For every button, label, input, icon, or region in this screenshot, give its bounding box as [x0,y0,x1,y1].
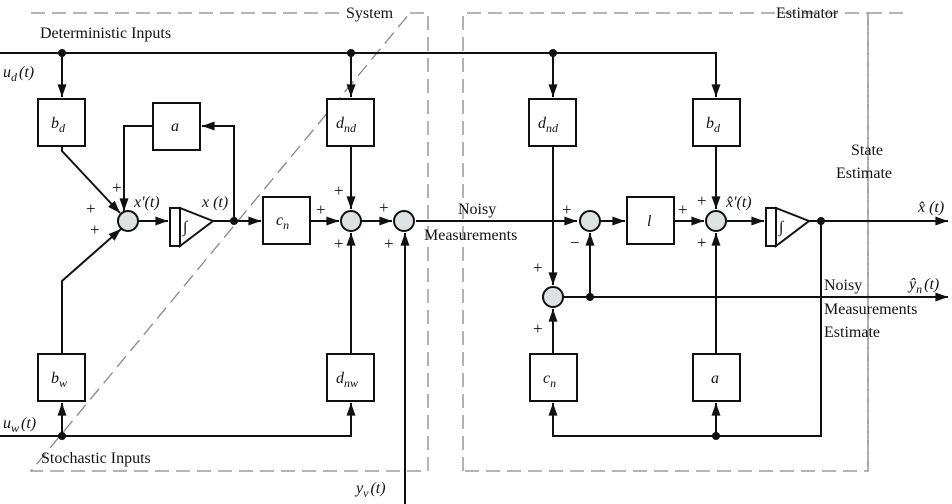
block-d-nw [326,353,375,402]
block-b-w [37,353,86,402]
svg-text:+: + [384,234,394,253]
state-estimate-label-1: State [851,142,883,159]
xhat-dot-label: x̂'(t) [725,194,752,211]
estimator-group: Estimator [462,5,903,472]
svg-text:+: + [678,200,688,219]
svg-text:+: + [562,200,572,219]
block-a [152,102,201,151]
u-d-label: ud(t) [3,64,34,84]
svg-text:a: a [711,370,719,387]
estimator-group-label: Estimator [776,5,839,22]
noisy-measurements-label-1: Noisy [458,201,496,218]
deterministic-input-bus: Deterministic Inputs ud(t) [0,25,721,97]
y-v-label: yv(t) [354,480,386,500]
svg-text:+: + [112,178,122,197]
svg-text:+: + [334,181,344,200]
noisy-measurements-label-2: Measurements [424,227,517,244]
svg-text:dnw: dnw [336,370,358,390]
summing-junction [705,210,727,232]
svg-text:cn: cn [543,370,556,390]
block-a-est [692,353,741,402]
svg-text:−: − [570,233,580,252]
block-d-nd [326,98,375,147]
state-estimate-label-2: Estimate [836,165,892,182]
estimator-blocks: dnd bd l cn a ∫ [528,98,949,440]
summing-junction [340,210,362,232]
noisy-measurements-estimate-label-2: Measurements [824,301,917,318]
summing-junction [117,210,139,232]
block-d-nd-est [528,98,577,147]
svg-text:∫: ∫ [182,219,189,237]
svg-text:+: + [379,198,389,217]
svg-text:cn: cn [276,212,289,232]
yhat-n-label: ŷn(t) [907,276,939,296]
x-dot-label: x'(t) [133,194,160,211]
svg-text:+: + [533,319,543,338]
svg-text:+: + [533,258,543,277]
svg-text:bd: bd [51,115,66,135]
system-group: System [29,5,429,472]
svg-text:dnd: dnd [538,115,559,135]
block-c-n [262,196,311,245]
svg-text:+: + [334,234,344,253]
svg-text:a: a [171,118,179,135]
noisy-measurements-estimate-label-3: Estimate [824,324,880,341]
svg-text:bw: bw [51,370,67,390]
svg-text:dnd: dnd [336,115,357,135]
xhat-label: x̂ (t) [917,199,944,216]
svg-text:+: + [90,220,100,239]
x-label: x (t) [201,194,228,211]
summing-junction [579,210,601,232]
summing-junction [542,286,564,308]
svg-text:∫: ∫ [778,219,785,237]
system-group-label: System [346,5,394,22]
stochastic-inputs-label: Stochastic Inputs [41,450,151,467]
summing-junction [393,210,415,232]
system-blocks: bd a dnd cn bw dnw ∫ [0,98,415,504]
block-l-gain [626,196,675,245]
block-b-d [37,98,86,147]
svg-text:+: + [697,233,707,252]
svg-text:bd: bd [706,115,721,135]
svg-text:+: + [697,191,707,210]
deterministic-inputs-label: Deterministic Inputs [40,25,171,42]
u-w-label: uw(t) [3,415,36,435]
svg-text:l: l [647,213,652,230]
integrator: ∫ [169,206,216,249]
svg-text:+: + [316,200,326,219]
noisy-measurements-estimate-label-1: Noisy [824,277,862,294]
svg-text:+: + [86,199,96,218]
integrator-estimator: ∫ [765,206,812,249]
